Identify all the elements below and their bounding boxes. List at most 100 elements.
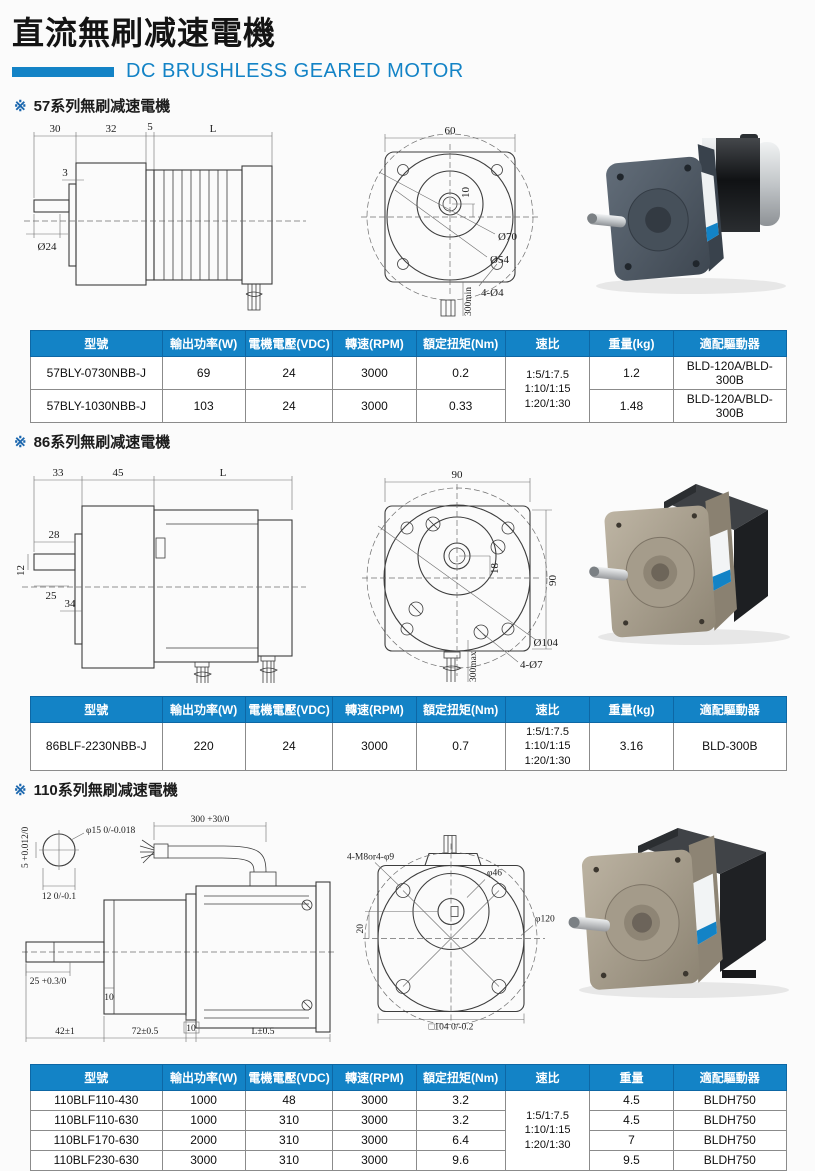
dim-label: 45 [113,467,125,479]
section-heading-text: 110系列無刷减速電機 [33,781,178,799]
cell-model: 110BLF110-430 [30,1089,163,1111]
cell-ratio: 1:5/1:7.5 1:10/1:15 1:20/1:30 [504,1089,591,1171]
cell-torque: 0.2 [415,356,506,390]
cell-driver: BLD-300B [672,722,788,771]
cell-voltage: 24 [244,356,334,390]
dim-label: 90 [547,575,559,587]
cell-speed: 3000 [332,1089,417,1111]
dim-label: 12 0/-0.1 [42,892,77,902]
dim-label: 33 [53,467,65,479]
cell-voltage: 48 [244,1089,334,1111]
col-header: 型號 [30,1063,163,1091]
cell-torque: 0.7 [415,722,506,771]
section-heading-text: 86系列無刷减速電機 [33,434,171,451]
dim-label: 34 [65,598,77,610]
dim-label: 90 [452,469,464,481]
cell-power: 103 [161,389,246,423]
cell-driver: BLD-120A/BLD-300B [672,389,788,423]
dim-label: □104 0/-0.2 [429,1022,474,1032]
cell-torque: 9.6 [415,1149,506,1171]
table-header-row: 型號 輸出功率(W) 電機電壓(VDC) 轉速(RPM) 額定扭矩(Nm) 速比… [30,696,788,723]
cell-model: 110BLF230-630 [30,1149,163,1171]
col-header: 重量(kg) [589,330,674,357]
dim-label: 42±1 [55,1027,75,1037]
section-heading-57: ※ 57系列無刷减速電機 [14,95,803,116]
dim-label: L [220,467,227,479]
section-heading-110: ※ 110系列無刷减速電機 [14,779,803,800]
drawing-row-86: 33 45 L 28 12 25 34 [12,454,803,684]
dim-label: 4-M8or4-φ9 [347,852,394,862]
col-header: 適配驅動器 [672,696,788,723]
col-header: 輸出功率(W) [161,1063,246,1091]
cell-power: 3000 [161,1149,246,1171]
dim-label: Ø104 [534,637,559,649]
cell-speed: 3000 [332,1149,417,1171]
col-header: 轉速(RPM) [332,330,417,357]
dim-label: 5 +0.012/0 [21,826,31,867]
cell-voltage: 24 [244,389,334,423]
drawing-row-57: 30 32 5 L 3 Ø24 [12,118,803,318]
product-photo-86 [589,484,790,645]
col-header: 電機電壓(VDC) [244,1063,334,1091]
side-view-drawing-110: φ15 0/-0.018 5 +0.012/0 12 0/-0.1 300 +3… [21,815,336,1042]
page-title: 直流無刷减速電機 [12,15,277,51]
cell-weight: 3.16 [589,722,674,771]
dim-label: 12 [15,565,27,576]
cell-speed: 3000 [332,1109,417,1131]
dim-label: 10 [460,187,472,199]
spec-table-57: 型號 輸出功率(W) 電機電壓(VDC) 轉速(RPM) 額定扭矩(Nm) 速比… [30,330,788,423]
dim-label: 10 [104,993,114,1003]
cell-power: 1000 [161,1109,246,1131]
col-header: 額定扭矩(Nm) [415,696,506,723]
col-header: 輸出功率(W) [161,696,246,723]
col-header: 速比 [504,696,591,723]
cell-voltage: 310 [244,1149,334,1171]
cell-voltage: 310 [244,1129,334,1151]
page-subtitle-en: DC BRUSHLESS GEARED MOTOR [126,60,464,82]
col-header: 額定扭矩(Nm) [415,330,506,357]
dim-label: 5 [147,121,153,133]
dim-label: 25 [46,590,58,602]
cell-power: 69 [161,356,246,390]
cell-weight: 4.5 [589,1089,674,1111]
accent-bar [12,66,114,77]
table-row: 110BLF230-630 3000 310 3000 9.6 9.5 BLDH… [30,1149,788,1171]
table-row: 110BLF110-430 1000 48 3000 3.2 1:5/1:7.5… [30,1089,788,1171]
product-photo-110 [568,827,789,998]
col-header: 電機電壓(VDC) [244,330,334,357]
dim-label: Ø54 [490,254,509,266]
cell-driver: BLDH750 [672,1129,788,1151]
dim-label: Ø24 [38,241,57,253]
dim-label: 28 [49,529,61,541]
product-photo-57 [587,134,786,294]
cell-driver: BLDH750 [672,1109,788,1131]
cell-weight: 7 [589,1129,674,1151]
dim-label: 4-Ø7 [520,659,543,671]
dim-label: φ15 0/-0.018 [86,826,136,836]
col-header: 電機電壓(VDC) [244,696,334,723]
dim-label: 300min [464,287,474,316]
section-marker: ※ [14,781,27,799]
dim-label: L±0.5 [252,1027,275,1037]
dim-label: 25 +0.3/0 [30,977,67,987]
dim-label: 3 [62,167,68,179]
col-header: 適配驅動器 [672,330,788,357]
table-row: 57BLY-0730NBB-J 69 24 3000 0.2 1:5/1:7.5… [30,356,788,423]
col-header: 適配驅動器 [672,1063,788,1091]
spec-table-86: 型號 輸出功率(W) 電機電壓(VDC) 轉速(RPM) 額定扭矩(Nm) 速比… [30,696,788,771]
table-row: 86BLF-2230NBB-J 220 24 3000 0.7 1:5/1:7.… [30,722,788,771]
col-header: 重量 [589,1063,674,1091]
side-view-drawing-57: 30 32 5 L 3 Ø24 [24,121,306,311]
dim-label: 30 [50,123,62,135]
cell-driver: BLD-120A/BLD-300B [672,356,788,390]
section-heading-86: ※ 86系列無刷减速電機 [14,431,803,452]
table-row: 110BLF170-630 2000 310 3000 6.4 7 BLDH75… [30,1129,788,1151]
cell-model: 57BLY-1030NBB-J [30,389,163,423]
cell-speed: 3000 [332,722,417,771]
col-header: 額定扭矩(Nm) [415,1063,506,1091]
cell-speed: 3000 [332,356,417,390]
dim-label: 32 [106,123,117,135]
cell-ratio: 1:5/1:7.5 1:10/1:15 1:20/1:30 [504,722,591,771]
cell-ratio: 1:5/1:7.5 1:10/1:15 1:20/1:30 [504,356,591,423]
cell-weight: 1.2 [589,356,674,390]
